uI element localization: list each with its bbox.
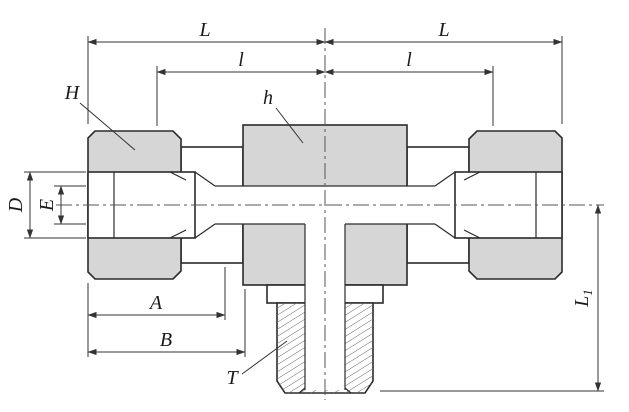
dimension-L1: L1 bbox=[380, 204, 604, 392]
dim-l-left-label: l bbox=[238, 49, 244, 71]
dim-D-label: D bbox=[5, 197, 27, 213]
dim-L-right-label: L bbox=[437, 19, 449, 41]
centerlines bbox=[56, 28, 604, 400]
label-H: H bbox=[64, 82, 136, 151]
dim-B-label: B bbox=[160, 329, 172, 351]
dimension-A: A bbox=[87, 267, 226, 357]
dim-A-label: A bbox=[148, 292, 163, 314]
dim-E-label: E bbox=[36, 199, 58, 212]
dim-L1-label: L1 bbox=[571, 289, 595, 308]
dim-L-left-label: L bbox=[198, 19, 210, 41]
dim-l-right-label: l bbox=[406, 49, 412, 71]
label-T-text: T bbox=[226, 367, 239, 389]
label-h-text: h bbox=[263, 87, 273, 109]
dimension-l: l l bbox=[156, 49, 494, 126]
label-T: T bbox=[226, 340, 288, 389]
dimension-E: E bbox=[36, 185, 86, 225]
dimension-L: L L bbox=[87, 19, 563, 124]
dimension-B: B bbox=[87, 289, 246, 357]
dimension-D: D bbox=[5, 171, 86, 239]
label-H-text: H bbox=[64, 82, 81, 104]
label-h: h bbox=[263, 87, 304, 144]
